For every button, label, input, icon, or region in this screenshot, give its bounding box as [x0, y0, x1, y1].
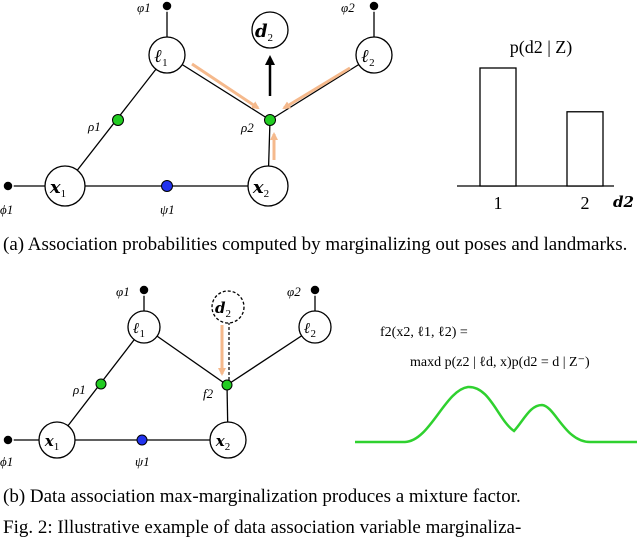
factor-rho2 — [264, 114, 276, 126]
factor-b-varphi1 — [138, 284, 150, 296]
label-x2: x2 — [252, 177, 269, 200]
node-b-l1 — [127, 310, 161, 344]
factor-varphi2 — [368, 0, 380, 12]
equation-line-1: f2(x2, ℓ1, ℓ2) = — [380, 325, 468, 340]
factor-b-varphi2 — [309, 284, 321, 296]
label-b-f2: f2 — [203, 386, 214, 401]
edge-l2-rho2 — [269, 54, 375, 121]
label-l2: ℓ2 — [361, 46, 374, 69]
label-b-l2: ℓ2 — [304, 319, 316, 340]
label-b-phi1: ϕ1 — [0, 454, 13, 469]
node-l1 — [148, 36, 186, 74]
panel-a-graph: x1 x2 ℓ1 ℓ2 d2 ϕ1 ψ1 ρ1 ρ2 φ1 φ2 — [0, 0, 393, 217]
label-psi1: ψ1 — [160, 202, 175, 217]
label-b-x2: x2 — [215, 432, 230, 453]
label-l1: ℓ1 — [154, 46, 167, 69]
label-d2: d2 — [255, 21, 273, 44]
factor-phi1 — [2, 180, 14, 192]
factor-varphi1 — [161, 0, 173, 12]
bar-1 — [479, 67, 517, 187]
node-b-d2 — [211, 290, 245, 324]
bar-2 — [566, 111, 604, 187]
factor-psi1 — [161, 180, 173, 192]
label-b-varphi1: φ1 — [116, 284, 130, 299]
factor-b-rho1 — [95, 378, 107, 390]
factor-b-phi1 — [2, 434, 14, 446]
factor-b-psi1 — [136, 434, 148, 446]
node-x2 — [247, 165, 289, 207]
node-b-x2 — [209, 421, 247, 459]
association-probability-chart: p(d2 | Z) d2 1 2 — [457, 37, 634, 213]
node-l2 — [355, 36, 393, 74]
label-rho2: ρ2 — [240, 120, 254, 135]
node-b-l2 — [298, 310, 332, 344]
label-varphi2: φ2 — [341, 0, 355, 15]
node-d2 — [251, 11, 289, 49]
node-x1 — [44, 165, 86, 207]
caption-b: (b) Data association max-marginalization… — [3, 486, 521, 507]
label-varphi1: φ1 — [137, 0, 151, 15]
message-arrow-l2 — [282, 66, 351, 110]
tick-label-2: 2 — [581, 193, 590, 213]
equation-line-2: maxd p(z2 | ℓd, x)p(d2 = d | Z⁻) — [410, 355, 590, 370]
figure-caption: Fig. 2: Illustrative example of data ass… — [3, 517, 522, 538]
label-b-l1: ℓ1 — [133, 319, 145, 340]
panel-b-graph: x1 x2 ℓ1 ℓ2 d2 ϕ1 ψ1 ρ1 f2 φ1 φ2 — [0, 284, 332, 469]
label-x1: x1 — [49, 177, 66, 200]
edge-b-l2-f2 — [226, 326, 316, 386]
chart-title: p(d2 | Z) — [510, 37, 573, 58]
tick-label-1: 1 — [494, 193, 503, 213]
edge-b-l1-f2 — [143, 326, 228, 386]
label-b-d2: d2 — [215, 299, 231, 320]
label-b-varphi2: φ2 — [287, 284, 301, 299]
label-b-rho1: ρ1 — [72, 382, 86, 397]
label-b-x1: x1 — [44, 432, 59, 453]
chart-xlabel: d2 — [613, 193, 634, 211]
node-b-x1 — [38, 421, 76, 459]
caption-a: (a) Association probabilities computed b… — [3, 234, 628, 255]
label-b-psi1: ψ1 — [135, 454, 150, 469]
factor-b-f2 — [221, 379, 233, 391]
label-phi1: ϕ1 — [0, 202, 13, 217]
message-arrow-l1 — [191, 62, 260, 110]
factor-rho1 — [112, 114, 124, 126]
edge-l1-rho2 — [166, 54, 271, 121]
label-rho1: ρ1 — [87, 119, 101, 134]
mixture-factor-curve — [355, 385, 637, 444]
